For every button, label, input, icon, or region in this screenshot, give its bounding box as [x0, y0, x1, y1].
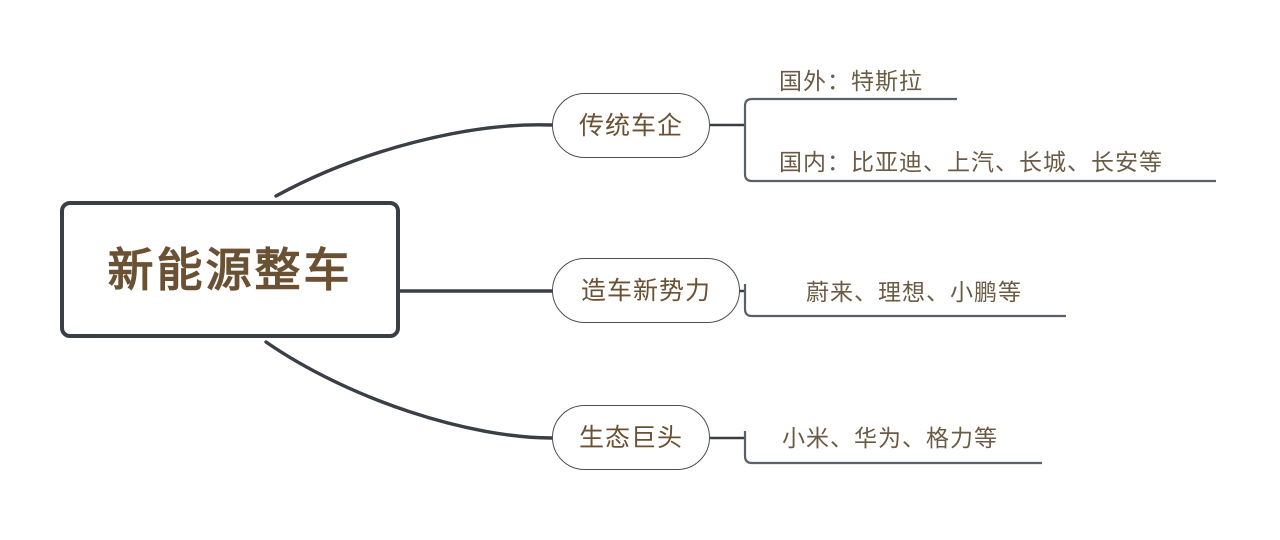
leaf-label: 国外：特斯拉	[779, 69, 923, 95]
root-node[interactable]: 新能源整车	[60, 201, 400, 338]
connector-root-to-ecosystem	[264, 340, 554, 440]
leaf-text-new-forces-list[interactable]: 蔚来、理想、小鹏等	[806, 282, 1022, 305]
branch-node-new-forces[interactable]: 造车新势力	[552, 258, 740, 323]
leaf-label: 国内：比亚迪、上汽、长城、长安等	[779, 150, 1163, 176]
leaf-text-domestic[interactable]: 国内：比亚迪、上汽、长城、长安等	[779, 152, 1163, 175]
root-node-label: 新能源整车	[107, 242, 353, 297]
leaf-text-overseas[interactable]: 国外：特斯拉	[779, 71, 923, 94]
leaf-text-ecosystem-list[interactable]: 小米、华为、格力等	[782, 428, 998, 451]
leaf-label: 蔚来、理想、小鹏等	[806, 280, 1022, 306]
branch-node-label: 生态巨头	[578, 423, 683, 452]
branch-node-label: 造车新势力	[580, 276, 711, 305]
leaf-label: 小米、华为、格力等	[782, 426, 998, 452]
connector-root-to-traditional	[274, 123, 554, 198]
branch-node-ecosystem-giants[interactable]: 生态巨头	[552, 405, 710, 470]
branch-node-label: 传统车企	[578, 111, 683, 140]
branch-node-traditional-automakers[interactable]: 传统车企	[552, 93, 710, 158]
